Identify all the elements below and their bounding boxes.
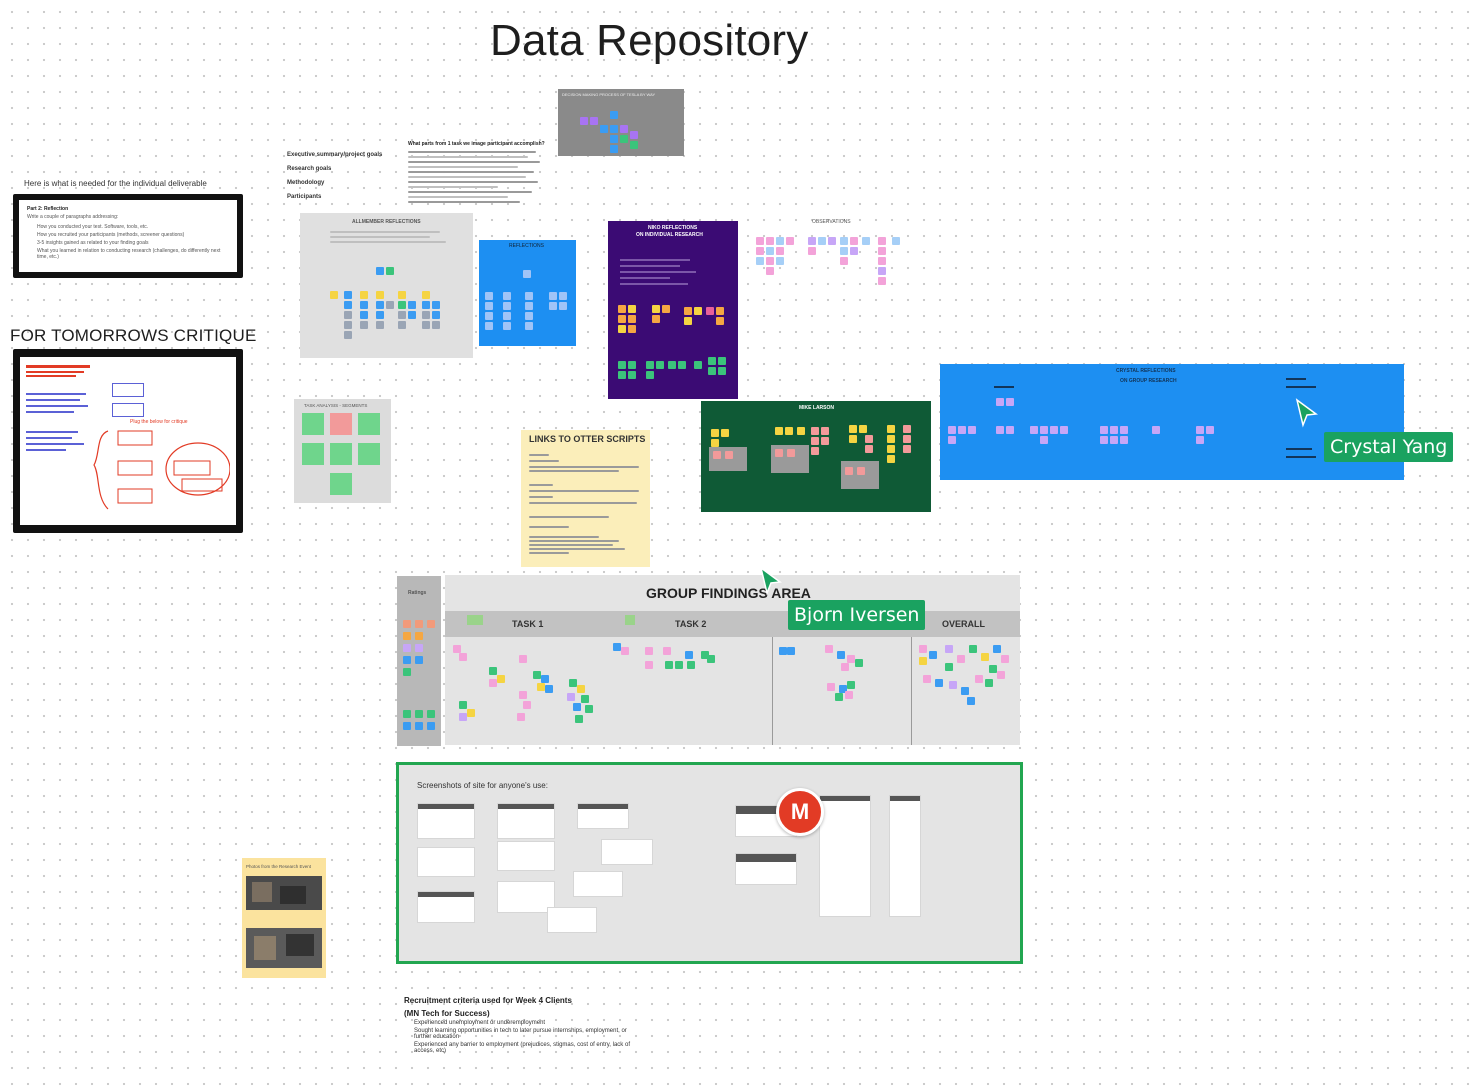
site-screenshot[interactable] xyxy=(735,853,797,885)
site-screenshot[interactable] xyxy=(417,803,475,839)
recruitment-subheading: (MN Tech for Success) xyxy=(404,1009,490,1018)
project-question: What parts from 1 task we image particip… xyxy=(408,141,545,147)
collaborator-cursor-icon xyxy=(759,566,782,596)
ratings-label: Ratings xyxy=(408,590,427,596)
col-overall: OVERALL xyxy=(942,619,986,629)
ratings-column[interactable]: Ratings xyxy=(397,576,441,746)
col-task1: TASK 1 xyxy=(512,619,544,629)
group-findings-title: GROUP FINDINGS AREA xyxy=(646,585,811,601)
label-methodology: Methodology xyxy=(287,180,325,186)
blue-frame-title: REFLECTIONS xyxy=(509,243,545,249)
observations-title: OBSERVATIONS xyxy=(812,219,851,225)
blue-reflections-frame[interactable]: REFLECTIONS xyxy=(479,240,576,346)
label-research-goals: Research goals xyxy=(287,166,332,172)
site-screenshot[interactable] xyxy=(497,881,555,913)
event-photo-1 xyxy=(246,876,322,910)
mike-title: MIKE LARSON xyxy=(799,405,834,411)
deliverable-part-label: Part 2: Reflection xyxy=(27,206,69,212)
cursor-label-bjorn: Bjorn Iversen xyxy=(788,600,926,630)
critique-plug-text: Plug the below for critique xyxy=(130,419,188,425)
crystal-title: CRYSTAL REFLECTIONS xyxy=(1116,368,1176,374)
project-info-notes[interactable]: What parts from 1 task we image particip… xyxy=(408,141,548,207)
site-screenshot[interactable] xyxy=(577,803,629,829)
site-screenshot[interactable] xyxy=(573,871,623,897)
allmember-frame[interactable]: ALLMEMBER REFLECTIONS xyxy=(300,213,473,358)
mike-larson-frame[interactable]: MIKE LARSON xyxy=(701,401,931,512)
site-screenshot[interactable] xyxy=(547,907,597,933)
recruitment-heading: Recruitment criteria used for Week 4 Cli… xyxy=(404,996,572,1005)
deliverable-bullet: How you conducted your test. Software, t… xyxy=(37,224,149,230)
deliverable-bullet: How you recruited your participants (met… xyxy=(37,232,185,238)
group-findings-frame[interactable]: GROUP FINDINGS AREA TASK 1 TASK 2 OVERAL… xyxy=(445,575,1020,745)
site-screenshot[interactable] xyxy=(417,847,475,877)
site-screenshot[interactable] xyxy=(497,803,555,839)
col-task2: TASK 2 xyxy=(675,619,707,629)
task2-flag-icon xyxy=(625,615,635,625)
deliverable-heading: Here is what is needed for the individua… xyxy=(24,179,207,188)
task1-flag-icon xyxy=(467,615,483,625)
screenshots-label: Screenshots of site for anyone's use: xyxy=(417,781,548,790)
critique-heading: FOR TOMORROWS CRITIQUE xyxy=(10,326,257,345)
cursor-label-crystal: Crystal Yang xyxy=(1324,432,1454,462)
site-screenshot[interactable] xyxy=(819,795,871,917)
site-screenshot[interactable] xyxy=(417,891,475,923)
crystal-subtitle: ON GROUP RESEARCH xyxy=(1120,378,1177,384)
collaborator-cursor-icon xyxy=(1295,398,1318,428)
label-executive-summary: Executive summary/project goals xyxy=(287,152,383,158)
observations-cluster[interactable]: OBSERVATIONS xyxy=(752,219,902,291)
recruitment-criteria: Recruitment criteria used for Week 4 Cli… xyxy=(404,996,654,1054)
project-info-labels: Executive summary/project goals Research… xyxy=(287,152,397,200)
niko-subtitle: ON INDIVIDUAL RESEARCH xyxy=(636,232,703,238)
deliverable-checklist: Write a couple of paragraphs addressing: xyxy=(27,214,119,220)
critique-sketch xyxy=(93,430,230,510)
otter-scripts-title: LINKS TO OTTER SCRIPTS xyxy=(529,434,646,444)
niko-reflections-frame[interactable]: NIKO REFLECTIONS ON INDIVIDUAL RESEARCH xyxy=(608,221,738,399)
recruitment-bullet: Experienced unemployment or underemploym… xyxy=(414,1020,546,1026)
site-screenshot[interactable] xyxy=(889,795,921,917)
event-photo-2 xyxy=(246,928,322,968)
recruitment-bullet: Experienced any barrier to employment (p… xyxy=(414,1042,630,1054)
crystal-reflections-frame[interactable]: CRYSTAL REFLECTIONS ON GROUP RESEARCH xyxy=(940,364,1404,480)
photos-label: Photos from the Research Event xyxy=(246,864,312,869)
allmember-title: ALLMEMBER REFLECTIONS xyxy=(352,219,421,225)
recruitment-bullet: Sought learning opportunities in tech to… xyxy=(414,1028,627,1040)
task-analysis-frame[interactable]: TASK ANALYSIS - SEGMENTS xyxy=(294,399,391,503)
otter-scripts-note[interactable]: LINKS TO OTTER SCRIPTS xyxy=(521,430,650,567)
site-screenshot[interactable] xyxy=(497,841,555,871)
collaborator-avatar[interactable]: M xyxy=(776,788,824,836)
photos-card[interactable]: Photos from the Research Event xyxy=(242,858,326,978)
site-screenshot[interactable] xyxy=(601,839,653,865)
deliverable-card[interactable]: Part 2: Reflection Write a couple of par… xyxy=(13,194,243,278)
decision-frame[interactable]: DECISION MAKING PROCESS OF TESLA BY WAY xyxy=(558,89,684,156)
critique-card[interactable]: Plug the below for critique xyxy=(13,349,243,533)
board-title: Data Repository xyxy=(490,16,809,65)
label-participants: Participants xyxy=(287,194,322,200)
task-analysis-title: TASK ANALYSIS - SEGMENTS xyxy=(304,403,368,408)
deliverable-bullet: 3-5 insights gained as related to your f… xyxy=(37,240,149,246)
decision-frame-title: DECISION MAKING PROCESS OF TESLA BY WAY xyxy=(562,92,656,97)
deliverable-bullet: What you learned in relation to conducti… xyxy=(37,248,221,260)
niko-title: NIKO REFLECTIONS xyxy=(648,225,698,231)
screenshots-frame[interactable]: Screenshots of site for anyone's use: xyxy=(396,762,1023,964)
